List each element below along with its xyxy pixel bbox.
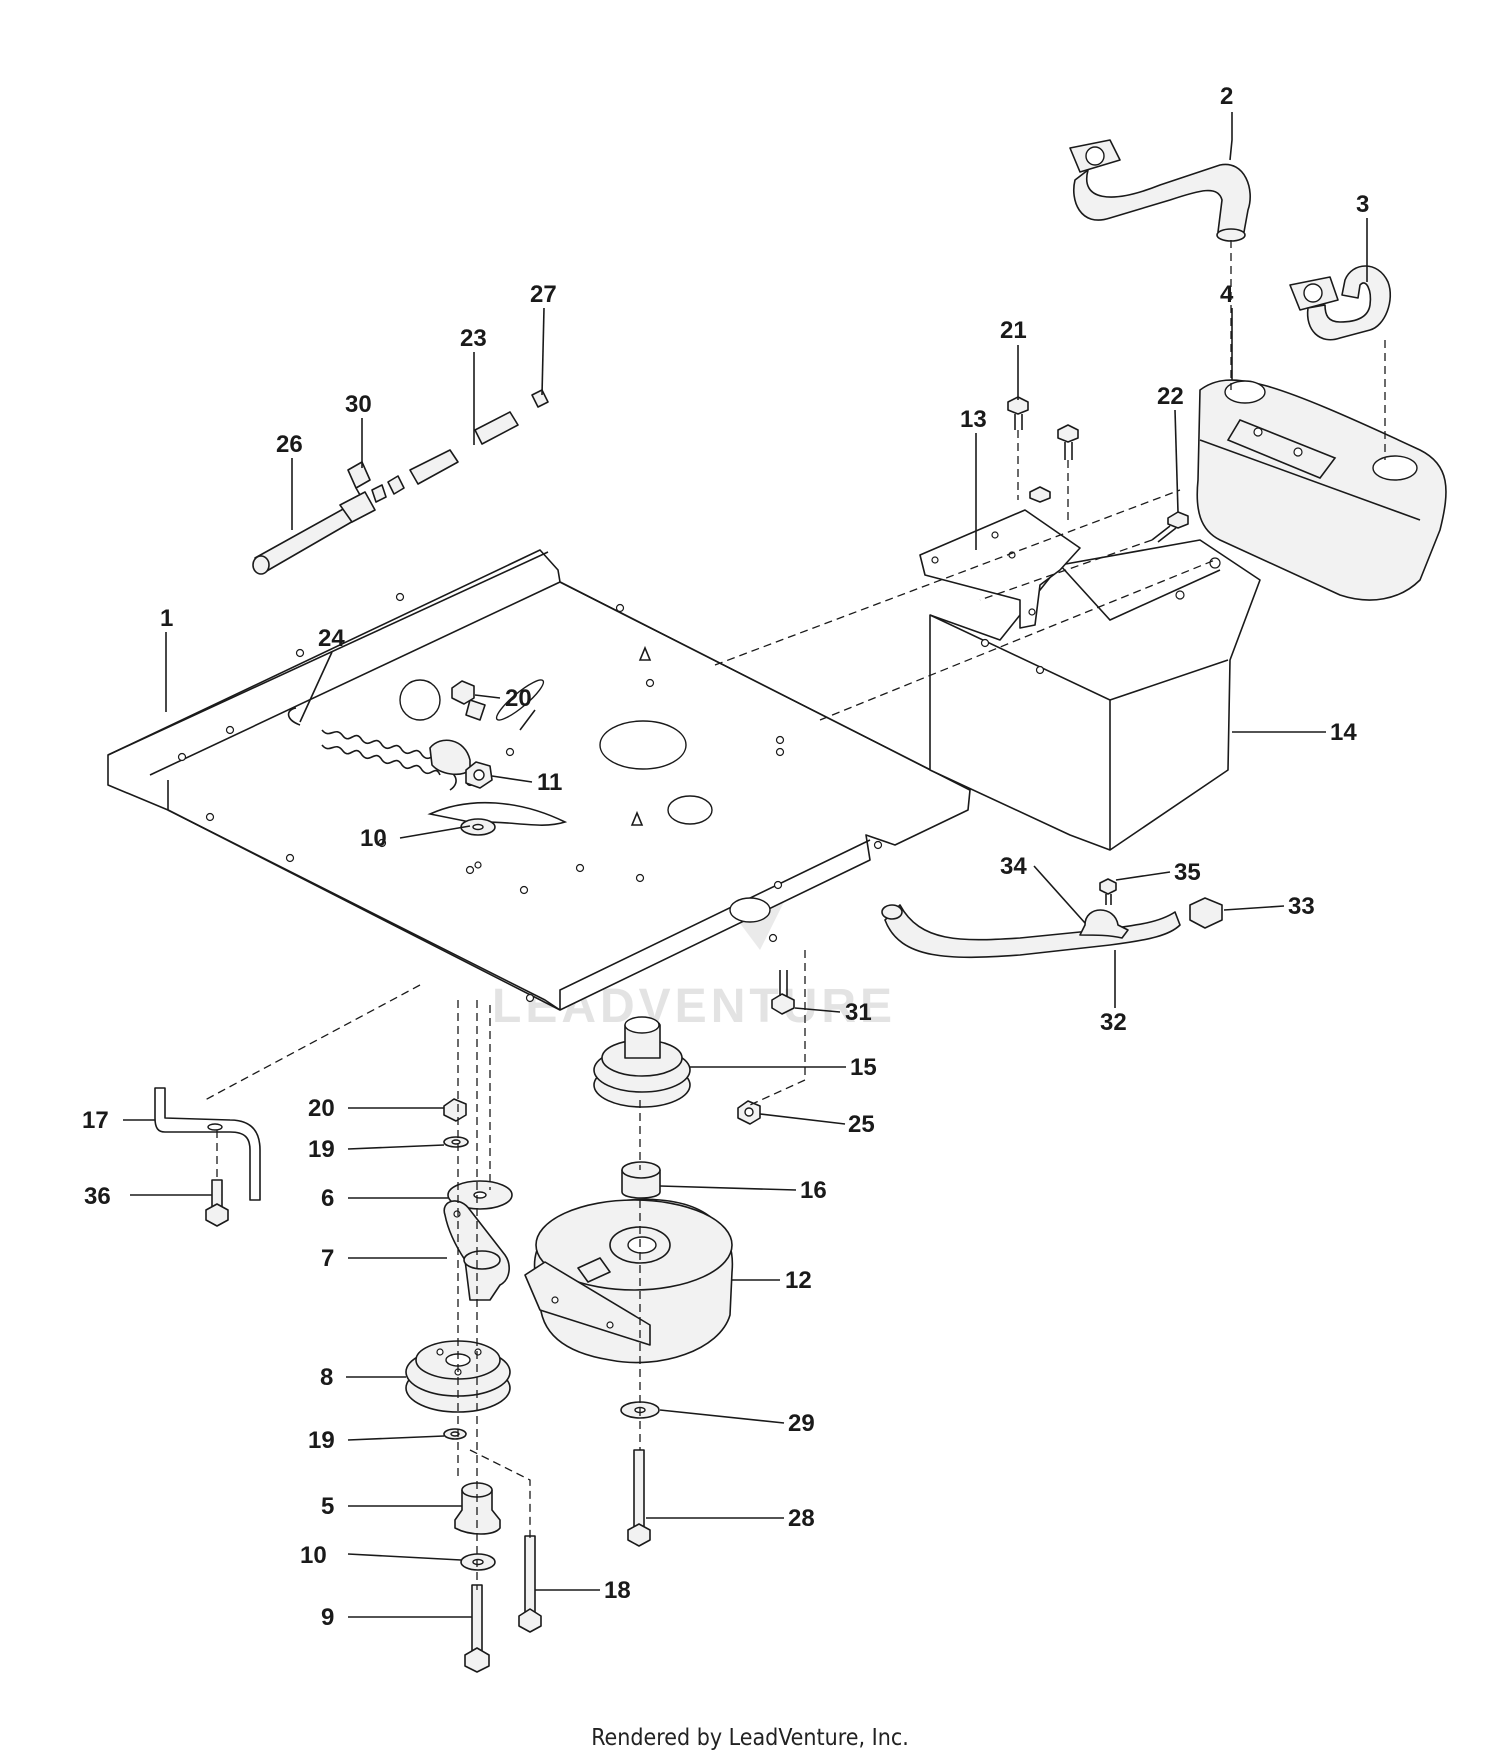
nut-20-lower — [443, 1098, 467, 1122]
bolt-22 — [1151, 511, 1189, 543]
clamp-27 — [531, 389, 549, 408]
heat-shield-14 — [929, 539, 1261, 851]
clip — [465, 699, 486, 721]
spacer-16 — [621, 1161, 661, 1199]
washer-19-lower — [443, 1428, 467, 1440]
callout-4: 4 — [1220, 281, 1234, 308]
callout-14: 14 — [1330, 719, 1357, 746]
fitting-33 — [1189, 897, 1223, 929]
bolt-21 — [1007, 396, 1079, 503]
callout-25: 25 — [848, 1111, 875, 1138]
callout-30: 30 — [345, 391, 372, 418]
callout-34: 34 — [1000, 853, 1027, 880]
callout-22: 22 — [1157, 383, 1184, 410]
clamp-34 — [1079, 909, 1129, 939]
callout-16: 16 — [800, 1177, 827, 1204]
fitting-small — [387, 475, 405, 495]
washer-19-upper — [443, 1136, 469, 1148]
callout-10-lower: 10 — [300, 1542, 327, 1569]
washer-6 — [447, 1180, 513, 1210]
callout-19-upper: 19 — [308, 1136, 335, 1163]
callout-32: 32 — [1100, 1009, 1127, 1036]
pulley-15 — [593, 1016, 691, 1108]
callout-5: 5 — [321, 1493, 334, 1520]
bracket-17 — [154, 1087, 261, 1201]
callout-labels: 1 2 3 4 5 6 7 8 9 10 10 11 12 13 14 15 1… — [82, 83, 1369, 1631]
callout-26: 26 — [276, 431, 303, 458]
idler-pulley-8 — [405, 1340, 511, 1413]
callout-29: 29 — [788, 1410, 815, 1437]
leader-lines — [123, 112, 1368, 1618]
bolt-18 — [518, 1535, 542, 1633]
callout-20-upper: 20 — [505, 685, 532, 712]
callout-24: 24 — [318, 625, 345, 652]
exhaust-pipe-3 — [1289, 265, 1392, 341]
callout-17: 17 — [82, 1107, 109, 1134]
shutoff-valve-30 — [339, 461, 387, 523]
washer-10-lower — [460, 1553, 496, 1571]
callout-3: 3 — [1356, 191, 1369, 218]
nut-25 — [737, 1100, 761, 1125]
alignment-lines — [204, 240, 1386, 1590]
callout-31: 31 — [845, 999, 872, 1026]
hose-32 — [881, 904, 1181, 959]
footer-credit: Rendered by LeadVenture, Inc. — [591, 1725, 909, 1751]
callout-23: 23 — [460, 325, 487, 352]
bolt-9 — [464, 1584, 490, 1673]
nut-20-upper — [451, 680, 475, 705]
callout-27: 27 — [530, 281, 557, 308]
washer-10-upper — [460, 818, 496, 836]
clutch-12 — [524, 1198, 734, 1364]
callout-21: 21 — [1000, 317, 1027, 344]
bolt-31 — [771, 970, 795, 1015]
callout-2: 2 — [1220, 83, 1233, 110]
callout-11: 11 — [537, 769, 562, 796]
deck-plate — [107, 549, 971, 1011]
bolt-35 — [1099, 878, 1117, 905]
callout-12: 12 — [785, 1267, 812, 1294]
callout-18: 18 — [604, 1577, 631, 1604]
callout-35: 35 — [1174, 859, 1201, 886]
callout-36: 36 — [84, 1183, 111, 1210]
callout-6: 6 — [321, 1185, 334, 1212]
spring-bracket — [429, 739, 471, 776]
callout-9: 9 — [321, 1604, 334, 1631]
callout-28: 28 — [788, 1505, 815, 1532]
callout-1: 1 — [160, 605, 173, 632]
callout-20-lower: 20 — [308, 1095, 335, 1122]
bolt-28 — [627, 1449, 651, 1547]
callout-33: 33 — [1288, 893, 1315, 920]
muffler-4 — [1196, 379, 1447, 601]
callout-10-upper: 10 — [360, 825, 387, 852]
bolt-36 — [205, 1179, 229, 1227]
exhaust-pipe-2 — [1069, 139, 1251, 242]
callout-15: 15 — [850, 1054, 877, 1081]
callout-8: 8 — [320, 1364, 333, 1391]
fuel-tube-26 — [252, 507, 356, 575]
hose-23 — [409, 411, 519, 485]
callout-7: 7 — [321, 1245, 334, 1272]
nut-11 — [465, 761, 493, 789]
callout-19-lower: 19 — [308, 1427, 335, 1454]
callout-13: 13 — [960, 406, 987, 433]
